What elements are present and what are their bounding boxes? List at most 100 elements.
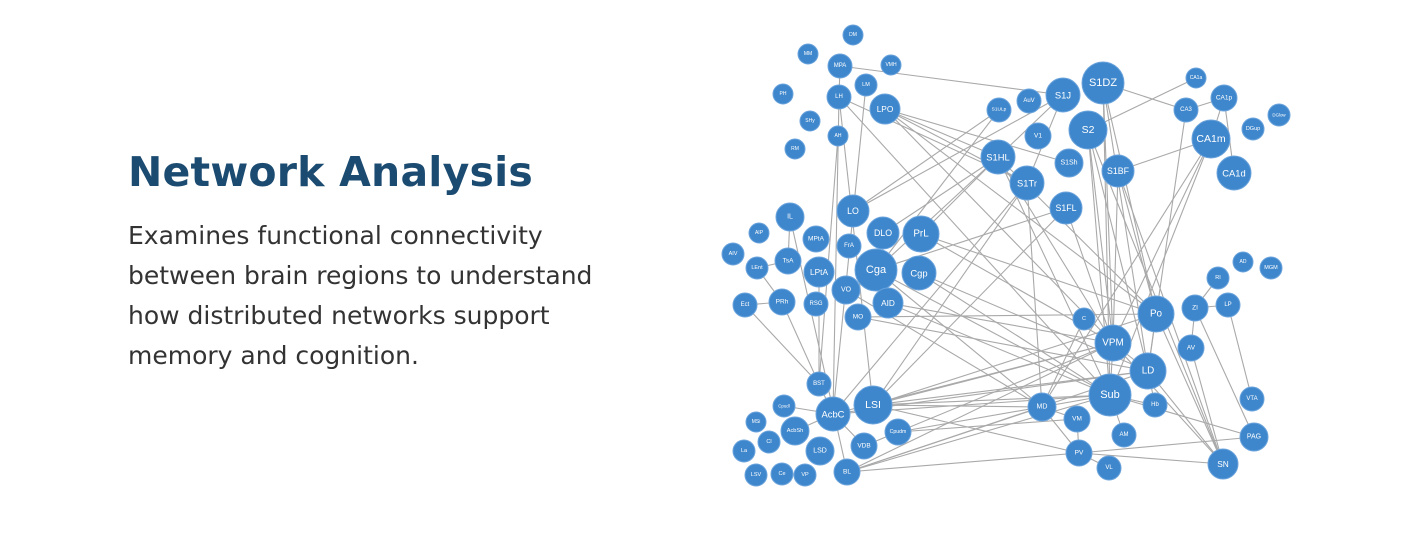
node-label: PV — [1075, 450, 1084, 457]
node-LD[interactable]: LD — [1129, 352, 1167, 390]
node-PH[interactable]: PH — [772, 83, 794, 105]
node-VL[interactable]: VL — [1096, 455, 1122, 481]
node-La[interactable]: La — [732, 439, 756, 463]
node-AID[interactable]: AID — [872, 287, 904, 319]
node-VP[interactable]: VP — [793, 463, 817, 487]
node-CA3[interactable]: CA3 — [1173, 97, 1199, 123]
node-Po[interactable]: Po — [1137, 295, 1175, 333]
node-DGup[interactable]: DGup — [1241, 117, 1265, 141]
node-BST[interactable]: BST — [806, 371, 832, 397]
node-LSI[interactable]: LSI — [853, 385, 893, 425]
node-DGlow[interactable]: DGlow — [1267, 103, 1291, 127]
node-circle — [732, 292, 758, 318]
node-VMH[interactable]: VMH — [880, 54, 902, 76]
node-Ect[interactable]: Ect — [732, 292, 758, 318]
node-LH[interactable]: LH — [826, 84, 852, 110]
node-CA1m[interactable]: CA1m — [1191, 119, 1231, 159]
node-label: BST — [813, 381, 825, 387]
node-AcbSh[interactable]: AcbSh — [780, 416, 810, 446]
node-LPtA[interactable]: LPtA — [803, 256, 835, 288]
node-circle — [850, 432, 878, 460]
node-AV[interactable]: AV — [1177, 334, 1205, 362]
node-RI[interactable]: RI — [1206, 266, 1230, 290]
node-circle — [901, 255, 937, 291]
node-circle — [854, 248, 898, 292]
node-DM[interactable]: DM — [842, 24, 864, 46]
node-CA1p[interactable]: CA1p — [1210, 84, 1238, 112]
node-CA1a[interactable]: CA1a — [1185, 67, 1207, 89]
node-circle — [1049, 191, 1083, 225]
node-S1J[interactable]: S1J — [1045, 77, 1081, 113]
node-LO[interactable]: LO — [836, 194, 870, 228]
node-V1[interactable]: V1 — [1024, 122, 1052, 150]
node-IL[interactable]: IL — [775, 202, 805, 232]
node-MO[interactable]: MO — [844, 303, 872, 331]
node-label: MSi — [752, 419, 761, 425]
node-S1DZ[interactable]: S1DZ — [1081, 61, 1125, 105]
node-C[interactable]: C — [1072, 307, 1096, 331]
node-Sub[interactable]: Sub — [1088, 373, 1132, 417]
node-Cga[interactable]: Cga — [854, 248, 898, 292]
node-S1FL[interactable]: S1FL — [1049, 191, 1083, 225]
node-PV[interactable]: PV — [1065, 439, 1093, 467]
node-BL[interactable]: BL — [833, 458, 861, 486]
node-CA1d[interactable]: CA1d — [1216, 155, 1252, 191]
node-MSi[interactable]: MSi — [745, 411, 767, 433]
node-LSV[interactable]: LSV — [744, 463, 768, 487]
edge-MO-Po — [857, 313, 1157, 318]
node-ZI[interactable]: ZI — [1181, 294, 1209, 322]
node-circle — [744, 463, 768, 487]
node-LSD[interactable]: LSD — [805, 436, 835, 466]
node-Hb[interactable]: Hb — [1142, 392, 1168, 418]
node-VO[interactable]: VO — [831, 275, 861, 305]
node-MM[interactable]: MM — [797, 43, 819, 65]
node-label: S1ULp — [992, 107, 1007, 113]
node-AuV[interactable]: AuV — [1016, 88, 1042, 114]
node-AM[interactable]: AM — [1111, 422, 1137, 448]
node-AH[interactable]: AH — [827, 125, 849, 147]
node-VDB[interactable]: VDB — [850, 432, 878, 460]
node-VPM[interactable]: VPM — [1094, 324, 1132, 362]
node-S1Sh[interactable]: S1Sh — [1054, 148, 1084, 178]
node-LPO[interactable]: LPO — [869, 93, 901, 125]
node-VTA[interactable]: VTA — [1239, 386, 1265, 412]
node-Cpudl[interactable]: Cpudl — [772, 394, 796, 418]
edge-Ect-BST — [744, 304, 820, 385]
node-RM[interactable]: RM — [784, 138, 806, 160]
node-S1Tr[interactable]: S1Tr — [1009, 165, 1045, 201]
node-Ce[interactable]: Ce — [770, 462, 794, 486]
node-label: LH — [835, 94, 843, 100]
node-RSG[interactable]: RSG — [803, 291, 829, 317]
node-MD[interactable]: MD — [1027, 392, 1057, 422]
node-S1HL[interactable]: S1HL — [980, 139, 1016, 175]
node-label: BL — [843, 469, 851, 476]
node-AIV[interactable]: AIV — [721, 242, 745, 266]
node-LP[interactable]: LP — [1215, 292, 1241, 318]
node-DLO[interactable]: DLO — [866, 216, 900, 250]
node-circle — [1137, 295, 1175, 333]
node-S1BF[interactable]: S1BF — [1101, 154, 1135, 188]
node-VM[interactable]: VM — [1063, 405, 1091, 433]
node-MGM[interactable]: MGM — [1259, 256, 1283, 280]
node-MPA[interactable]: MPA — [827, 53, 853, 79]
node-AD[interactable]: AD — [1232, 251, 1254, 273]
node-PrL[interactable]: PrL — [902, 215, 940, 253]
node-LM[interactable]: LM — [854, 73, 878, 97]
node-Cpudm[interactable]: Cpudm — [884, 418, 912, 446]
node-Cl[interactable]: Cl — [757, 430, 781, 454]
node-SN[interactable]: SN — [1207, 448, 1239, 480]
node-SHy[interactable]: SHy — [799, 110, 821, 132]
edge-PV-PAG — [1078, 436, 1255, 454]
node-FrA[interactable]: FrA — [836, 233, 862, 259]
node-PAG[interactable]: PAG — [1239, 422, 1269, 452]
node-TsA[interactable]: TsA — [774, 247, 802, 275]
node-LEnt[interactable]: LEnt — [745, 256, 769, 280]
node-Cgp[interactable]: Cgp — [901, 255, 937, 291]
node-AIP[interactable]: AIP — [748, 222, 770, 244]
node-circle — [784, 138, 806, 160]
node-MPtA[interactable]: MPtA — [802, 225, 830, 253]
node-AcbC[interactable]: AcbC — [815, 396, 851, 432]
node-PRh[interactable]: PRh — [768, 288, 796, 316]
node-S2[interactable]: S2 — [1068, 110, 1108, 150]
node-S1ULp[interactable]: S1ULp — [986, 97, 1012, 123]
